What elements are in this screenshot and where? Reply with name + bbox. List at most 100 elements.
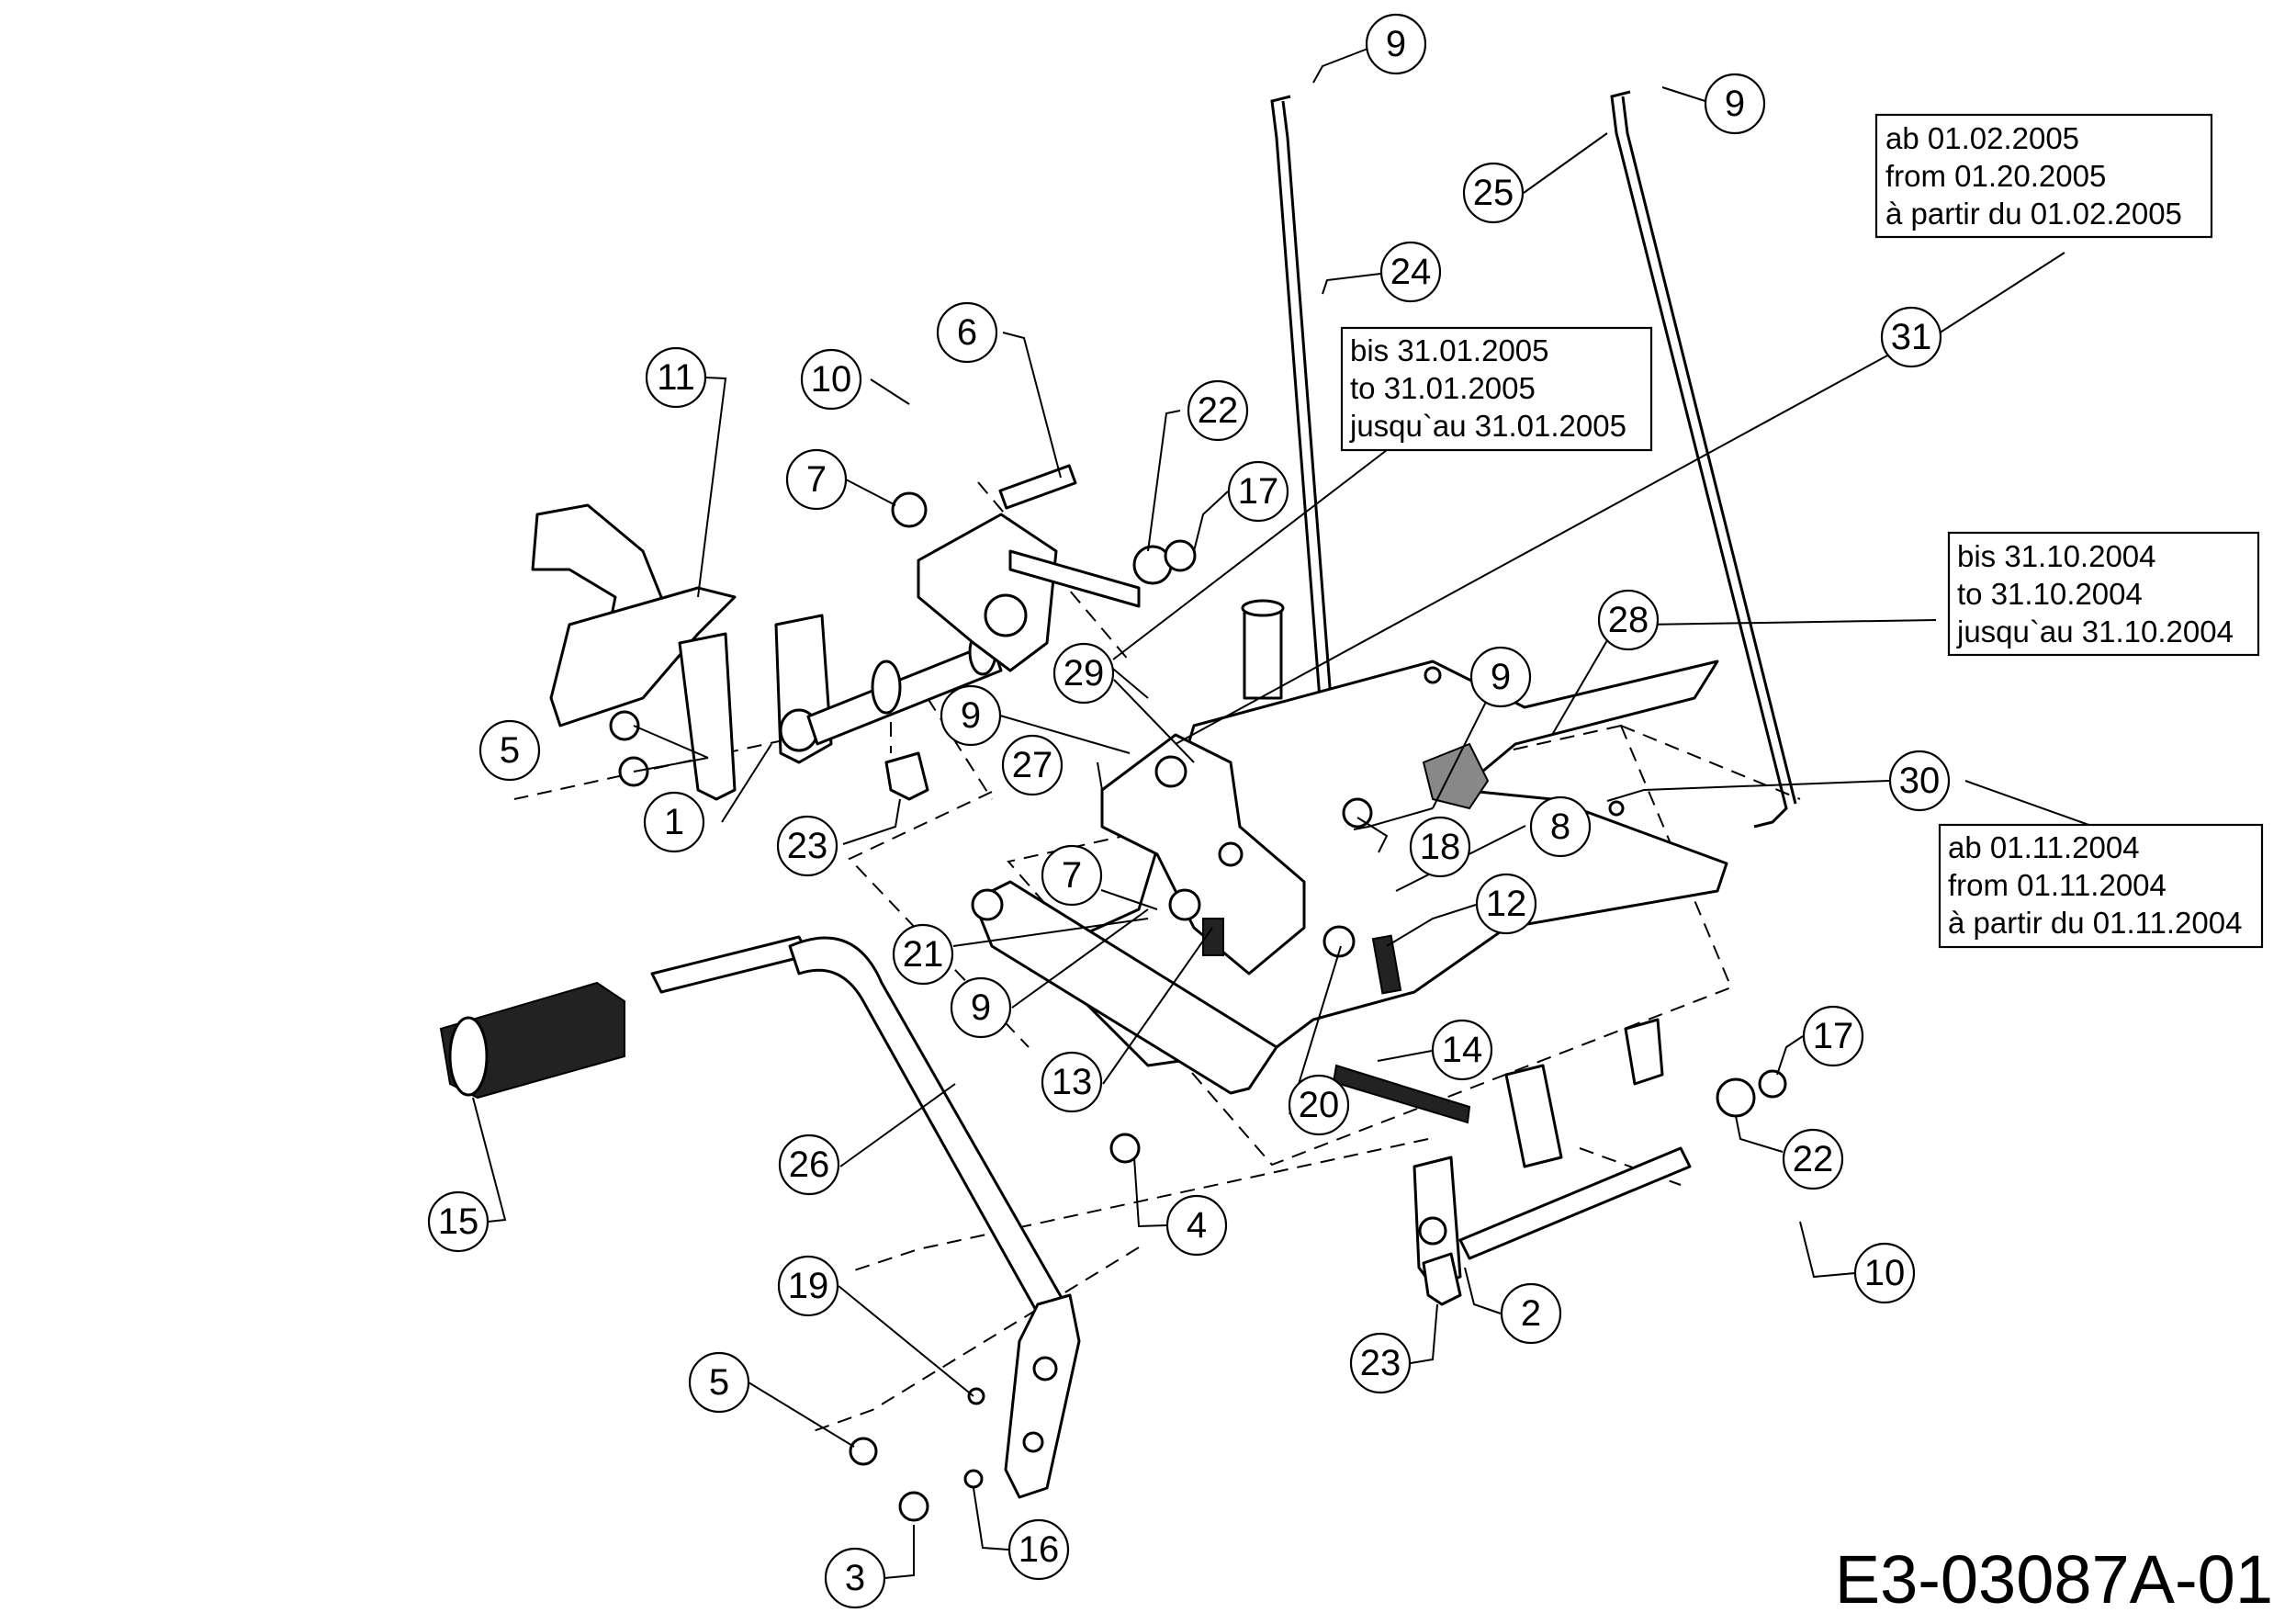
callout-number: 9 bbox=[1725, 84, 1745, 124]
drawing-code: E3-03087A-01 bbox=[1835, 1541, 2273, 1618]
callout-9: 9 bbox=[950, 976, 1012, 1039]
callout-23: 23 bbox=[776, 815, 838, 877]
callout-2: 2 bbox=[1500, 1282, 1562, 1345]
callout-number: 21 bbox=[903, 934, 944, 975]
callout-number: 9 bbox=[1386, 24, 1406, 64]
note-31-line-3: à partir du 01.02.2005 bbox=[1885, 197, 2182, 231]
note-30-line-3: à partir du 01.11.2004 bbox=[1948, 906, 2242, 940]
callout-3: 3 bbox=[824, 1547, 886, 1609]
callout-number: 23 bbox=[1360, 1343, 1401, 1383]
note-28-line-3: jusqu`au 31.10.2004 bbox=[1956, 615, 2234, 648]
note-30-line-2: from 01.11.2004 bbox=[1948, 868, 2167, 902]
spring-14 bbox=[1332, 1064, 1471, 1124]
callout-number: 3 bbox=[845, 1558, 865, 1598]
callout-number: 6 bbox=[957, 312, 977, 353]
callout-9: 9 bbox=[1704, 73, 1766, 135]
callout-number: 17 bbox=[1813, 1016, 1854, 1056]
callout-15: 15 bbox=[427, 1190, 490, 1253]
callout-number: 23 bbox=[787, 826, 828, 866]
note-31-line-1: ab 01.02.2005 bbox=[1885, 121, 2079, 155]
callout-11: 11 bbox=[645, 346, 707, 409]
callout-number: 25 bbox=[1473, 173, 1514, 213]
callout-1: 1 bbox=[643, 791, 705, 853]
callout-number: 10 bbox=[1864, 1253, 1906, 1293]
rod-25 bbox=[1610, 90, 1788, 829]
callout-number: 9 bbox=[961, 695, 981, 736]
callout-number: 18 bbox=[1420, 827, 1461, 867]
callout-24: 24 bbox=[1379, 241, 1442, 303]
callout-23: 23 bbox=[1349, 1332, 1412, 1394]
callout-22: 22 bbox=[1187, 379, 1249, 442]
shaft-2 bbox=[1458, 1146, 1692, 1260]
callout-31: 31 bbox=[1880, 306, 1942, 368]
note-30-line-1: ab 01.11.2004 bbox=[1948, 830, 2140, 864]
callout-17: 17 bbox=[1227, 460, 1289, 523]
callout-number: 12 bbox=[1486, 884, 1527, 924]
lever-26 bbox=[650, 935, 810, 994]
callout-number: 30 bbox=[1899, 761, 1941, 801]
note-31-line-2: from 01.20.2005 bbox=[1885, 159, 2106, 193]
callout-5: 5 bbox=[688, 1351, 750, 1414]
callout-10: 10 bbox=[800, 348, 862, 411]
sector-bracket bbox=[917, 513, 1058, 672]
callout-number: 22 bbox=[1198, 390, 1239, 431]
callout-number: 27 bbox=[1012, 745, 1053, 785]
callout-number: 10 bbox=[811, 359, 852, 400]
callout-number: 7 bbox=[1062, 855, 1082, 896]
note-29-line-3: jusqu`au 31.01.2005 bbox=[1349, 409, 1626, 443]
callout-number: 28 bbox=[1608, 600, 1649, 640]
callout-28: 28 bbox=[1597, 589, 1660, 651]
callout-22: 22 bbox=[1782, 1128, 1844, 1190]
note-box-28: bis 31.10.2004 to 31.10.2004 jusqu`au 31… bbox=[1947, 531, 2260, 657]
callout-17: 17 bbox=[1802, 1005, 1864, 1067]
note-box-31: ab 01.02.2005 from 01.20.2005 à partir d… bbox=[1874, 113, 2213, 239]
callout-number: 13 bbox=[1052, 1062, 1093, 1102]
callout-21: 21 bbox=[892, 923, 954, 986]
callout-18: 18 bbox=[1409, 816, 1471, 878]
callout-number: 15 bbox=[438, 1201, 479, 1242]
callout-number: 20 bbox=[1299, 1085, 1340, 1125]
callout-27: 27 bbox=[1001, 734, 1064, 796]
pivot-bolt bbox=[1243, 604, 1283, 700]
callout-30: 30 bbox=[1888, 750, 1951, 812]
linkage-bracket bbox=[1100, 733, 1306, 976]
callout-number: 2 bbox=[1521, 1293, 1541, 1334]
callout-4: 4 bbox=[1165, 1194, 1228, 1257]
callout-16: 16 bbox=[1007, 1518, 1070, 1581]
callout-29: 29 bbox=[1052, 642, 1115, 705]
callout-10: 10 bbox=[1853, 1242, 1916, 1304]
callout-number: 31 bbox=[1891, 317, 1932, 357]
callout-5: 5 bbox=[478, 719, 541, 782]
callout-number: 7 bbox=[806, 459, 827, 500]
exploded-assembly-drawing bbox=[439, 90, 1801, 1522]
shaft-1 bbox=[806, 641, 1003, 746]
callout-number: 9 bbox=[1491, 657, 1511, 697]
callout-number: 11 bbox=[657, 357, 695, 398]
callout-9: 9 bbox=[1469, 646, 1532, 708]
note-28-line-1: bis 31.10.2004 bbox=[1957, 539, 2156, 573]
callout-9: 9 bbox=[940, 684, 1002, 747]
callout-number: 1 bbox=[664, 802, 684, 842]
callout-number: 19 bbox=[788, 1266, 829, 1306]
note-28-line-2: to 31.10.2004 bbox=[1957, 577, 2143, 611]
callout-12: 12 bbox=[1475, 873, 1537, 935]
note-box-30: ab 01.11.2004 from 01.11.2004 à partir d… bbox=[1938, 823, 2264, 949]
callout-20: 20 bbox=[1288, 1074, 1350, 1136]
note-29-line-2: to 31.01.2005 bbox=[1350, 371, 1536, 405]
callout-number: 24 bbox=[1390, 252, 1432, 292]
callout-number: 5 bbox=[709, 1362, 729, 1403]
callout-number: 5 bbox=[500, 730, 520, 771]
callout-number: 22 bbox=[1793, 1139, 1834, 1179]
callout-number: 9 bbox=[971, 987, 991, 1028]
callout-number: 14 bbox=[1442, 1030, 1483, 1070]
callout-number: 8 bbox=[1550, 806, 1570, 847]
callout-25: 25 bbox=[1462, 162, 1525, 224]
callout-14: 14 bbox=[1431, 1019, 1493, 1081]
callout-8: 8 bbox=[1529, 795, 1592, 858]
callout-number: 4 bbox=[1187, 1205, 1207, 1246]
callout-13: 13 bbox=[1041, 1051, 1103, 1113]
callout-9: 9 bbox=[1365, 13, 1427, 75]
callout-6: 6 bbox=[936, 301, 998, 364]
note-29-line-1: bis 31.01.2005 bbox=[1350, 333, 1549, 367]
